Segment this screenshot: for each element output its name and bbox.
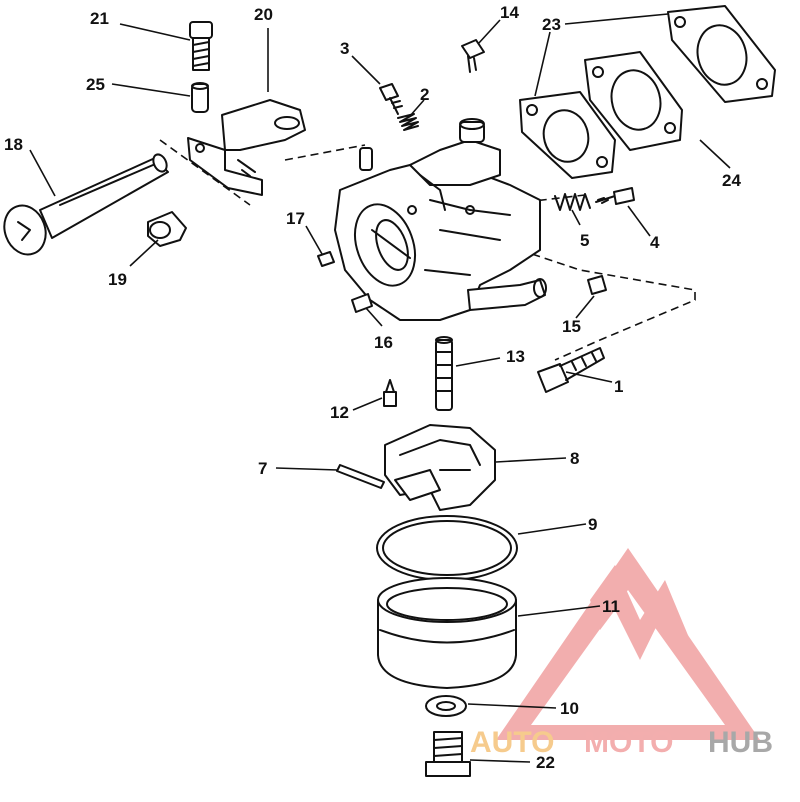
watermark-text-auto: AUTO	[470, 726, 554, 759]
callout-10: 10	[560, 699, 579, 718]
part-10-washer	[425, 695, 467, 717]
watermark-text-moto: MOTO	[584, 726, 673, 759]
part-8-float	[384, 424, 496, 511]
callout-12: 12	[330, 403, 349, 422]
callout-2: 2	[420, 85, 429, 104]
part-21-lever-bracket	[187, 99, 306, 196]
callout-22: 21	[90, 9, 109, 28]
callout-9: 9	[588, 515, 597, 534]
callout-5: 5	[580, 231, 589, 250]
part-13-float-bowl	[377, 577, 517, 689]
part-18-screw	[317, 251, 335, 267]
part-1-bolt	[537, 347, 605, 393]
callout-labels: 21 20 25 18 19 3 2 14 23 24 5 4 17 15 16…	[4, 3, 741, 772]
callout-16: 15	[562, 317, 581, 336]
part-22-screw	[189, 21, 213, 71]
part-7-float-pin	[336, 464, 385, 489]
part-3-screw	[379, 83, 403, 115]
callout-19: 18	[4, 135, 23, 154]
part-12-float-needle	[383, 379, 397, 407]
part-24-spacer	[584, 51, 683, 151]
part-2-spring	[397, 113, 419, 131]
watermark-letter-m-icon	[590, 565, 690, 660]
callout-24: 24	[722, 171, 741, 190]
part-4-needle-screw	[595, 187, 635, 205]
callout-13: 11	[602, 597, 620, 616]
part-19-choke-shaft	[3, 153, 169, 256]
part-14-emulsion-tube	[435, 336, 453, 411]
part-23-gasket	[519, 91, 616, 179]
leader-lines	[29, 13, 731, 763]
watermark-logo: AUTO MOTO HUB	[470, 548, 773, 759]
part-23-gasket-outer	[667, 5, 776, 103]
callout-23: 23	[542, 15, 561, 34]
callout-4: 4	[650, 233, 660, 252]
callout-8: 8	[570, 449, 579, 468]
callout-7: 7	[258, 459, 267, 478]
callout-1: 1	[614, 377, 623, 396]
callout-11: 22	[536, 753, 555, 772]
part-5-spring	[554, 193, 591, 211]
watermark-triangle-icon	[496, 548, 760, 740]
callout-25: 25	[86, 75, 105, 94]
callout-17: 16	[374, 333, 393, 352]
part-25-pin	[191, 82, 209, 113]
callout-3: 3	[340, 39, 349, 58]
callout-18: 17	[286, 209, 305, 228]
callout-15: 14	[500, 3, 519, 22]
part-16-plug	[587, 275, 607, 295]
callout-14: 13	[506, 347, 525, 366]
part-11-drain-plug	[425, 731, 471, 777]
carburetor-body	[334, 118, 547, 321]
watermark-text-hub: HUB	[708, 726, 773, 759]
part-20-bushing	[147, 211, 187, 247]
callout-20: 19	[108, 270, 127, 289]
part-17-screw	[351, 293, 373, 313]
part-15-screw	[461, 39, 485, 73]
callout-21: 20	[254, 5, 273, 24]
part-9-gasket-ring	[376, 515, 518, 581]
